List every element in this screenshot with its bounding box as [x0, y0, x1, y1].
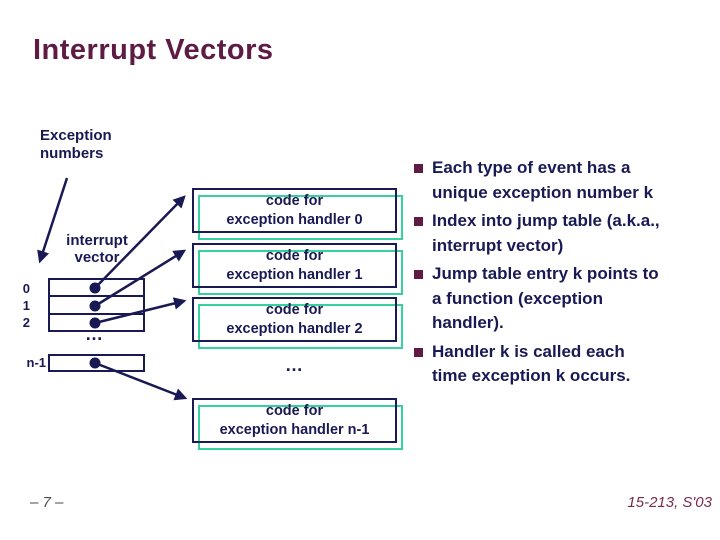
vector-row-index: 2	[22, 315, 30, 330]
vector-row-index-n1: n-1	[26, 355, 47, 370]
interrupt-vector-label: interrupt vector	[66, 232, 128, 266]
handler-box-n1: code for exception handler n-1	[192, 398, 403, 450]
bullet-text: Handler k is called each time exception …	[432, 341, 631, 386]
handler-box-0: code for exception handler 0	[192, 188, 403, 240]
square-bullet-icon	[414, 347, 423, 357]
course-footer: 15-213, S'03	[627, 494, 712, 511]
teal-highlight-rect	[198, 304, 403, 349]
handlers-ellipsis: …	[285, 355, 305, 375]
square-bullet-icon	[414, 217, 423, 226]
vector-row-index: 0	[22, 281, 30, 296]
teal-highlight-rect	[198, 405, 403, 450]
vector-row-index: 1	[22, 298, 30, 313]
exception-numbers-label: Exception numbers	[40, 127, 112, 162]
list-item: Index into jump table (a.k.a., interrupt…	[414, 209, 716, 258]
handler-box-label: code for exception handler 2	[226, 301, 363, 337]
bullet-list: Each type of event has a unique exceptio…	[414, 156, 716, 393]
handler-box-label: code for exception handler 0	[226, 192, 363, 228]
bullet-text: Each type of event has a unique exceptio…	[432, 158, 654, 202]
handler-box-label: code for exception handler n-1	[219, 402, 370, 438]
handler-box-2: code for exception handler 2	[192, 297, 403, 349]
handler-box-1: code for exception handler 1	[192, 243, 403, 295]
handler-box-border: code for exception handler 1	[192, 243, 397, 288]
teal-highlight-rect	[198, 195, 403, 240]
vector-table-row-n1	[48, 354, 145, 372]
list-item: Handler k is called each time exception …	[414, 340, 716, 389]
handler-box-label: code for exception handler 1	[226, 247, 363, 283]
handler-box-border: code for exception handler n-1	[192, 398, 397, 443]
bullet-text: Jump table entry k points to a function …	[432, 264, 659, 332]
bullet-text: Index into jump table (a.k.a., interrupt…	[432, 211, 660, 255]
teal-highlight-rect	[198, 250, 403, 295]
vector-table-ellipsis: …	[85, 324, 105, 344]
handler-box-border: code for exception handler 2	[192, 297, 397, 342]
list-item: Jump table entry k points to a function …	[414, 262, 716, 336]
page-number: – 7 –	[30, 494, 64, 511]
vector-table-row	[50, 297, 143, 315]
list-item: Each type of event has a unique exceptio…	[414, 156, 716, 205]
square-bullet-icon	[414, 270, 423, 279]
page-title: Interrupt Vectors	[33, 34, 274, 66]
vector-table-row	[50, 280, 143, 298]
square-bullet-icon	[414, 164, 423, 173]
handler-box-border: code for exception handler 0	[192, 188, 397, 233]
